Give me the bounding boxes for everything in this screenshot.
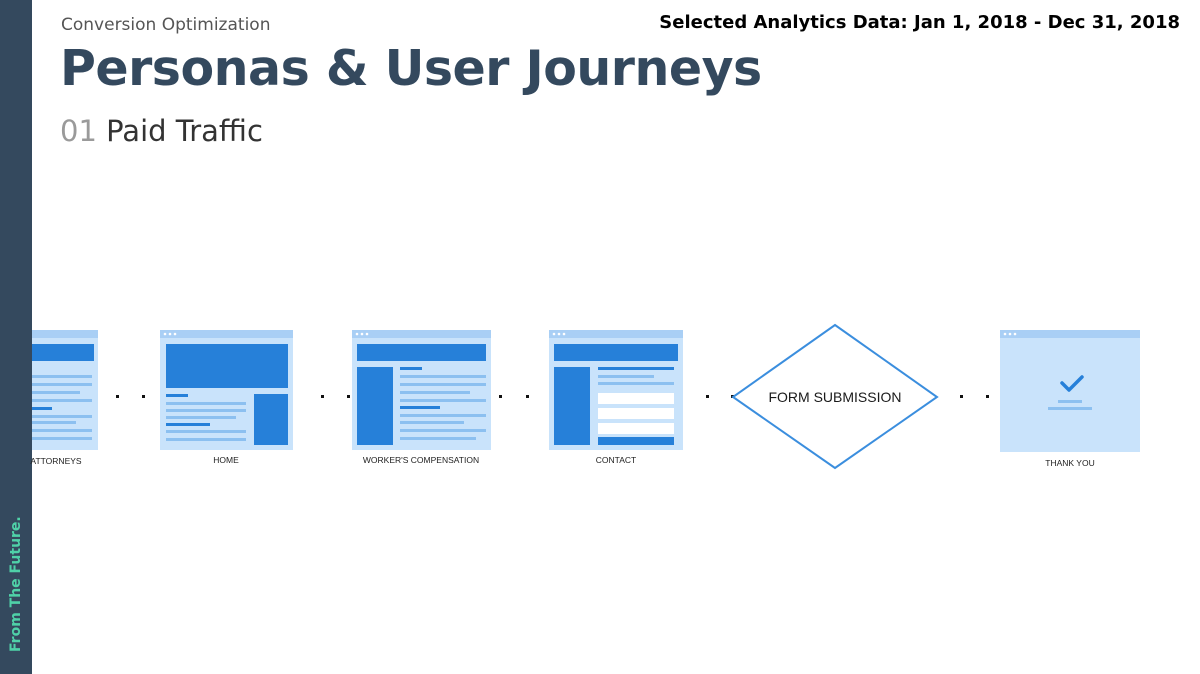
- step-label-contact: CONTACT: [596, 455, 636, 465]
- step-attorneys: [32, 330, 98, 450]
- checkmark-icon: [1060, 375, 1084, 392]
- step-label-workers-compensation: WORKER'S COMPENSATION: [363, 455, 479, 465]
- step-contact: [549, 330, 683, 450]
- connector-dots: [116, 395, 145, 398]
- step-form-submission: [731, 323, 939, 470]
- analytics-date-range: Selected Analytics Data: Jan 1, 2018 - D…: [659, 12, 1180, 33]
- step-label-thank-you: THANK YOU: [1045, 458, 1094, 468]
- page-subtitle: 01 Paid Traffic: [60, 114, 263, 148]
- sidebar: From The Future.: [0, 0, 32, 674]
- step-thank-you: [1000, 330, 1140, 452]
- subtitle-number: 01: [60, 114, 97, 148]
- step-workers-compensation: [352, 330, 491, 450]
- connector-dots: [321, 395, 350, 398]
- subtitle-text: Paid Traffic: [106, 114, 263, 148]
- decision-label-form-submission: FORM SUBMISSION: [768, 389, 901, 405]
- section-kicker: Conversion Optimization: [61, 15, 271, 35]
- page-title: Personas & User Journeys: [60, 40, 762, 97]
- step-label-home: HOME: [213, 455, 239, 465]
- connector-dots: [499, 395, 529, 398]
- connector-dots: [960, 395, 989, 398]
- step-home: [160, 330, 293, 450]
- connector-dots: [706, 395, 734, 398]
- step-label-attorneys: ATTORNEYS: [30, 456, 81, 466]
